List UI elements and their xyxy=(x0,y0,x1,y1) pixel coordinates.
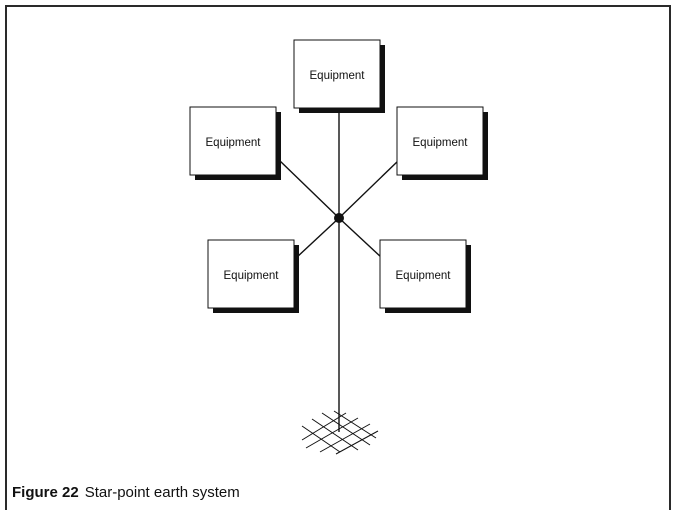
equipment-box-lower-right: Equipment xyxy=(379,239,471,313)
figure-caption: Figure 22 Star-point earth system xyxy=(12,484,240,501)
figure-number: Figure 22 xyxy=(12,484,79,501)
equipment-label: Equipment xyxy=(206,137,262,149)
equipment-label: Equipment xyxy=(224,270,280,282)
equipment-box-lower-left: Equipment xyxy=(207,239,299,313)
equipment-label: Equipment xyxy=(396,270,452,282)
line-to-lower-left xyxy=(295,217,340,259)
equipment-box-top: Equipment xyxy=(293,39,385,113)
line-to-lower-right xyxy=(338,217,383,259)
figure-caption-text: Star-point earth system xyxy=(84,484,240,501)
star-point-node xyxy=(334,213,344,223)
equipment-box-upper-right: Equipment xyxy=(396,106,488,180)
equipment-label: Equipment xyxy=(413,137,469,149)
figure-frame xyxy=(5,5,671,510)
line-to-upper-left xyxy=(278,159,340,219)
equipment-label: Equipment xyxy=(310,70,366,82)
line-to-upper-right xyxy=(338,159,400,219)
equipment-box-upper-left: Equipment xyxy=(189,106,281,180)
earth-electrode-grid-icon xyxy=(301,410,379,455)
